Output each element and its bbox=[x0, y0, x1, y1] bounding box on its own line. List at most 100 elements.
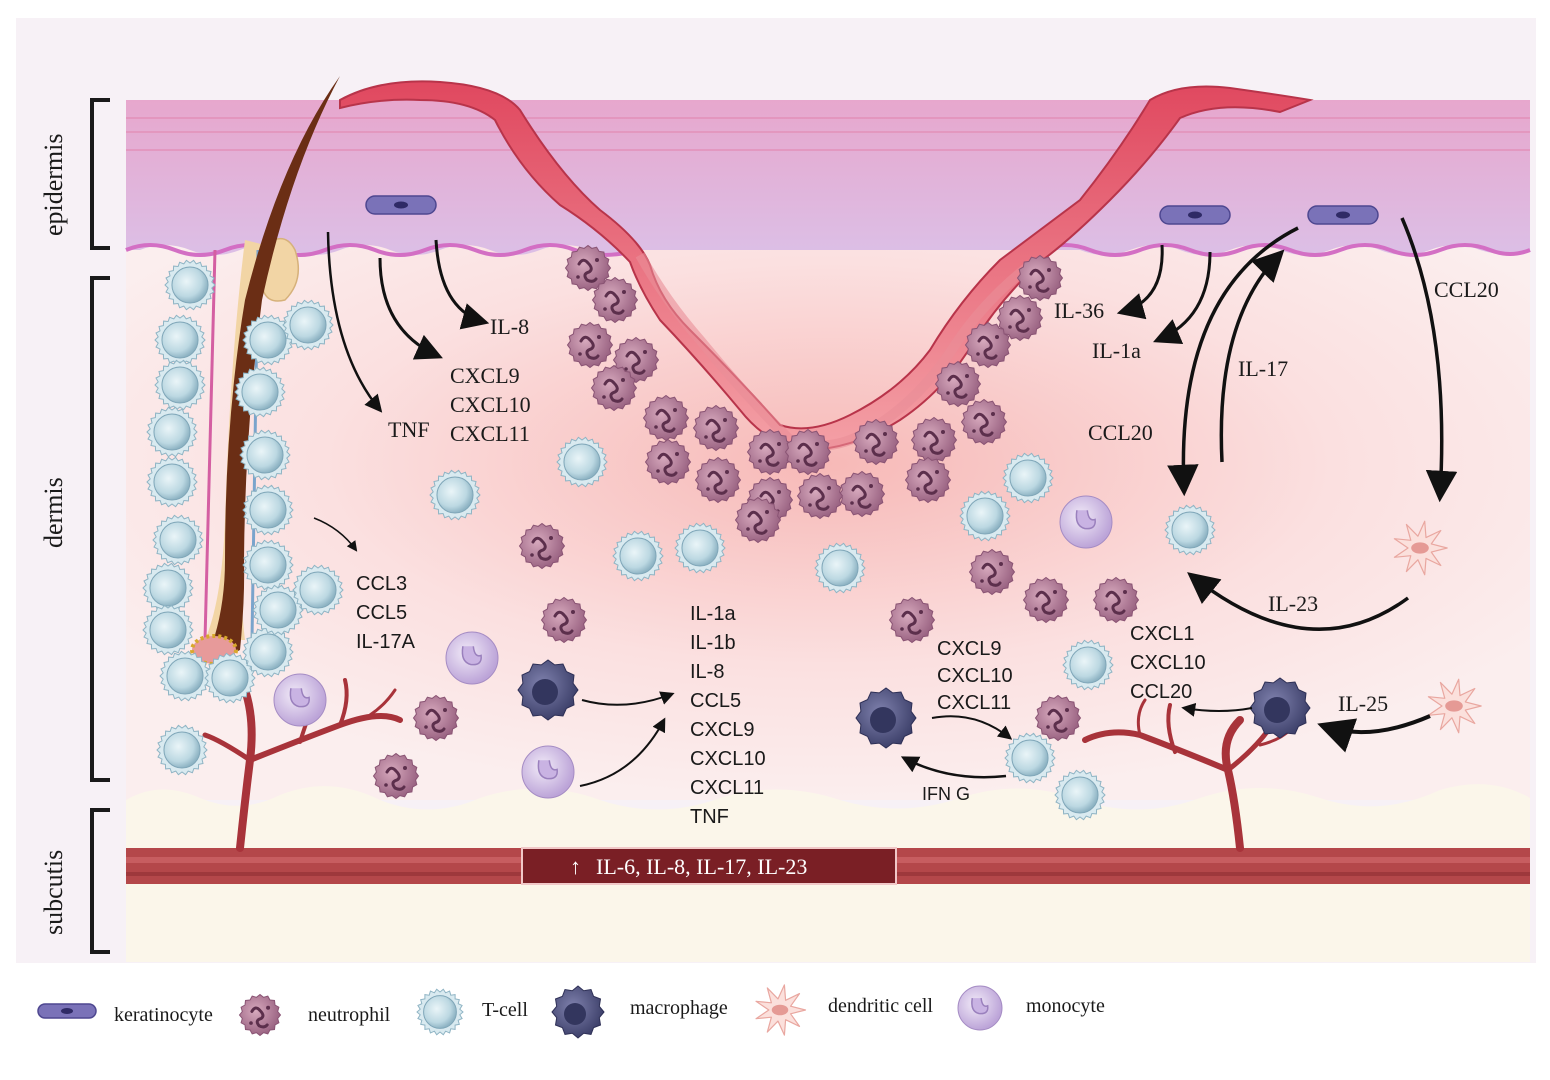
legend-monocyte-label: monocyte bbox=[1026, 995, 1105, 1017]
neutrophil bbox=[746, 428, 794, 476]
label-cxcl-top-1: CXCL10 bbox=[450, 392, 531, 417]
neutrophil bbox=[904, 456, 952, 504]
neutrophil bbox=[372, 752, 420, 800]
dendritic-cell bbox=[1393, 520, 1448, 576]
neutrophil bbox=[968, 548, 1016, 596]
t-cell bbox=[242, 539, 294, 591]
arrow-ccl20-left bbox=[1167, 226, 1299, 497]
keratinocyte bbox=[1159, 205, 1231, 225]
legend-neutrophil-icon bbox=[238, 993, 282, 1037]
arrow-macrophage-right bbox=[1181, 702, 1253, 717]
legend-tcell-label: T-cell bbox=[482, 999, 528, 1021]
legend-macrophage-label: macrophage bbox=[630, 997, 728, 1019]
label-right-1: CXCL10 bbox=[1130, 652, 1206, 674]
label-ccl-left-1: CCL5 bbox=[356, 602, 407, 624]
arrow-il36 bbox=[1116, 244, 1164, 320]
neutrophil bbox=[964, 321, 1012, 369]
t-cell bbox=[1004, 732, 1056, 784]
neutrophil bbox=[590, 364, 638, 412]
arrow-ccl20-right bbox=[1400, 217, 1458, 503]
legend-keratinocyte-label: keratinocyte bbox=[114, 1004, 213, 1026]
neutrophil bbox=[996, 294, 1044, 342]
t-cell bbox=[1054, 769, 1106, 821]
arrow-il23 bbox=[1187, 572, 1410, 631]
t-cell bbox=[1164, 504, 1216, 556]
label-ccl-left-0: CCL3 bbox=[356, 573, 407, 595]
legend-neutrophil-label: neutrophil bbox=[308, 1004, 391, 1026]
neutrophil bbox=[838, 470, 886, 518]
neutrophil bbox=[591, 276, 639, 324]
neutrophil bbox=[692, 404, 740, 452]
neutrophil bbox=[566, 321, 614, 369]
legend-item-neutrophil: neutrophil bbox=[238, 993, 391, 1037]
neutrophil bbox=[852, 418, 900, 466]
t-cell bbox=[242, 314, 294, 366]
t-cell bbox=[252, 584, 304, 636]
macrophage bbox=[517, 659, 579, 721]
label-mid-right-1: CXCL10 bbox=[937, 665, 1013, 687]
legend-monocyte-icon bbox=[957, 985, 1003, 1031]
label-mid-right-0: CXCL9 bbox=[937, 638, 1001, 660]
monocyte bbox=[957, 985, 1003, 1031]
legend-item-tcell: T-cell bbox=[416, 988, 528, 1036]
legend: keratinocyte neutrophil T-cell macrophag… bbox=[16, 964, 1536, 1062]
neutrophil bbox=[796, 472, 844, 520]
monocyte bbox=[1059, 495, 1113, 549]
t-cell bbox=[146, 406, 198, 458]
t-cell bbox=[959, 490, 1011, 542]
neutrophil bbox=[888, 596, 936, 644]
monocyte bbox=[273, 673, 327, 727]
t-cell bbox=[242, 484, 294, 536]
arrow-ccl-left bbox=[313, 517, 358, 552]
neutrophil bbox=[238, 993, 282, 1037]
legend-item-keratinocyte: keratinocyte bbox=[37, 1003, 213, 1026]
arrow-ifn bbox=[900, 756, 1007, 779]
arrow-il17 bbox=[1219, 249, 1285, 463]
label-ccl20-left: CCL20 bbox=[1088, 420, 1153, 445]
neutrophil bbox=[540, 596, 588, 644]
neutrophil bbox=[564, 244, 612, 292]
t-cell bbox=[239, 429, 291, 481]
monocyte bbox=[521, 745, 575, 799]
neutrophil bbox=[1034, 694, 1082, 742]
systemic-cytokine-banner: ↑ IL-6, IL-8, IL-17, IL-23 bbox=[521, 847, 897, 885]
neutrophil bbox=[910, 416, 958, 464]
layer-label-dermis: dermis bbox=[39, 477, 68, 548]
arrow-monocyte-center bbox=[579, 717, 666, 787]
t-cell bbox=[154, 359, 206, 411]
layer-brackets bbox=[90, 98, 110, 954]
arrow-il25 bbox=[1317, 714, 1431, 753]
neutrophil bbox=[412, 694, 460, 742]
keratinocyte bbox=[365, 195, 437, 215]
label-ccl-left-2: IL-17A bbox=[356, 631, 416, 653]
arrow-il8-top bbox=[434, 239, 490, 330]
t-cell bbox=[146, 456, 198, 508]
t-cell bbox=[204, 652, 256, 704]
label-cxcl-top-0: CXCL9 bbox=[450, 363, 520, 388]
legend-macrophage-icon bbox=[551, 985, 605, 1039]
t-cell bbox=[1002, 452, 1054, 504]
label-right-2: CCL20 bbox=[1130, 681, 1192, 703]
label-right-0: CXCL1 bbox=[1130, 623, 1194, 645]
t-cell bbox=[156, 724, 208, 776]
arrows bbox=[313, 217, 1458, 787]
label-center-4: CXCL9 bbox=[690, 719, 754, 741]
macrophage bbox=[551, 985, 605, 1039]
label-ccl20-right: CCL20 bbox=[1434, 277, 1499, 302]
neutrophil bbox=[642, 394, 690, 442]
neutrophil bbox=[1092, 576, 1140, 624]
label-center-3: CCL5 bbox=[690, 690, 741, 712]
label-center-5: CXCL10 bbox=[690, 748, 766, 770]
legend-dendritic-icon bbox=[755, 984, 807, 1036]
label-center-0: IL-1a bbox=[690, 603, 736, 625]
t-cell bbox=[556, 436, 608, 488]
monocyte bbox=[445, 631, 499, 685]
label-il17-right: IL-17 bbox=[1238, 356, 1288, 381]
t-cell bbox=[429, 469, 481, 521]
arrow-il1a-right bbox=[1153, 251, 1212, 345]
epidermis-region bbox=[126, 100, 1530, 255]
legend-item-dendritic: dendritic cell bbox=[755, 984, 933, 1036]
label-il1a-right: IL-1a bbox=[1092, 338, 1141, 363]
